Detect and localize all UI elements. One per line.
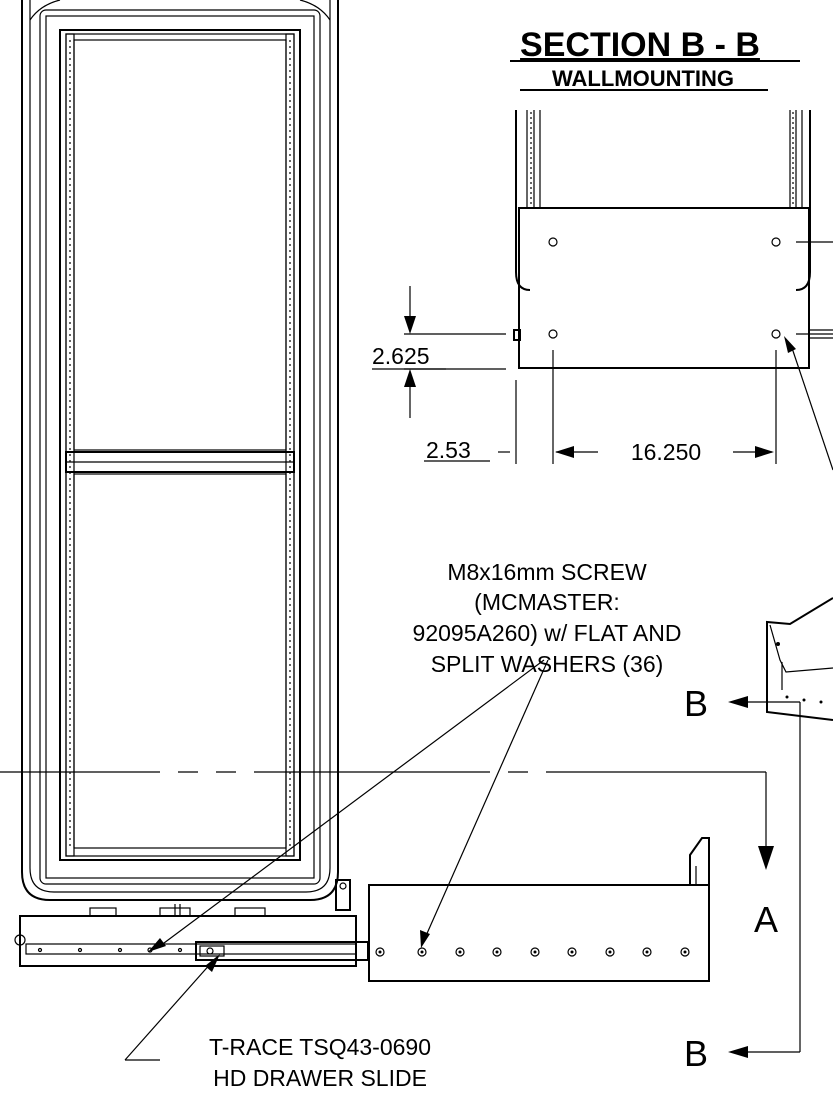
isometric-tray-view <box>766 597 833 721</box>
dimension-hole-spacing-label: 16.250 <box>631 439 701 465</box>
cabinet-front-view <box>21 0 351 917</box>
dimension-vertical-label: 2.625 <box>372 343 430 369</box>
section-marker-bottom-b: B <box>684 1033 708 1074</box>
screw-callout: M8x16mm SCREW (MCMASTER: 92095A260) w/ F… <box>413 559 682 677</box>
section-marker-top-b: B <box>684 683 708 724</box>
screw-callout-line-2: (MCMASTER: <box>474 589 620 615</box>
section-title: SECTION B - B <box>520 26 760 64</box>
drawer-slide-assembly <box>14 837 710 982</box>
dimension-edge-offset-label: 2.53 <box>426 437 471 463</box>
slide-callout-leader <box>124 954 220 1061</box>
slide-holes <box>37 947 183 953</box>
screw-callout-line-3: 92095A260) w/ FLAT AND <box>413 620 682 646</box>
slide-callout-line-1: T-RACE TSQ43-0690 <box>209 1034 431 1060</box>
section-bb-cut-arrows <box>728 696 801 1058</box>
slide-callout-line-2: HD DRAWER SLIDE <box>213 1065 427 1091</box>
section-bb-view <box>513 110 833 369</box>
slide-callout: T-RACE TSQ43-0690 HD DRAWER SLIDE <box>209 1034 431 1091</box>
section-subtitle: WALLMOUNTING <box>552 66 734 91</box>
screw-callout-line-4: SPLIT WASHERS (36) <box>431 651 664 677</box>
tray-screw-holes <box>375 947 690 957</box>
dimension-lines <box>372 286 777 464</box>
section-cut-line <box>0 771 774 870</box>
section-heading: SECTION B - B WALLMOUNTING <box>510 26 800 91</box>
screw-callout-leaders <box>148 659 549 952</box>
section-marker-a: A <box>754 899 778 940</box>
screw-callout-line-1: M8x16mm SCREW <box>447 559 647 585</box>
leader-bb-hole <box>784 336 833 471</box>
